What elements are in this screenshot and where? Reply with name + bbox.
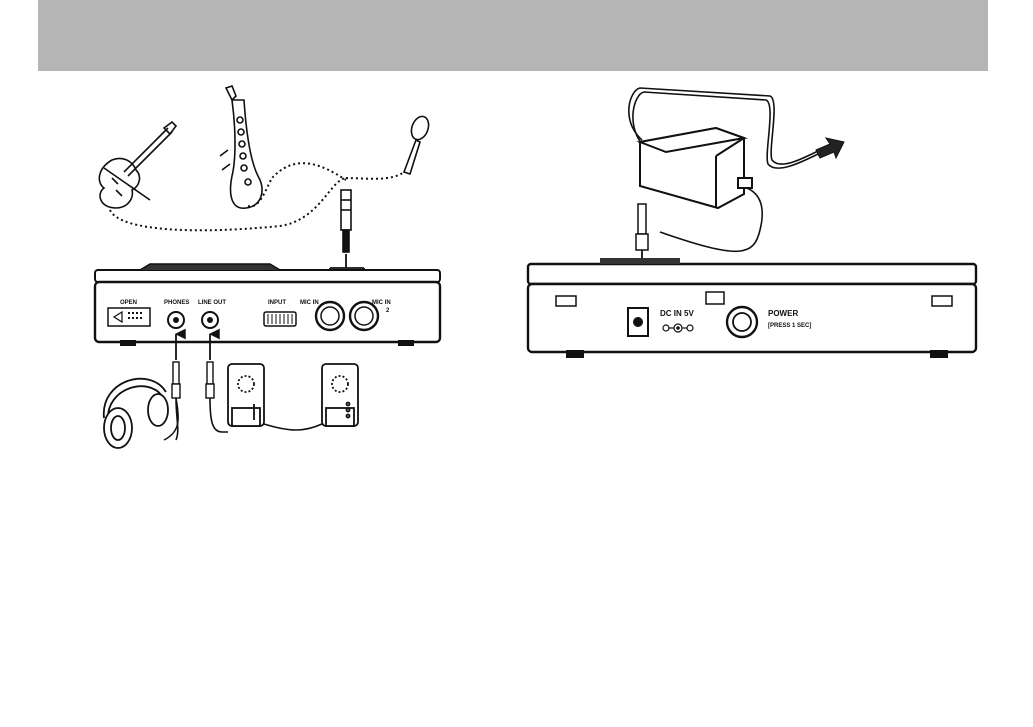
microphone-icon	[404, 114, 432, 174]
mic-plug-icon	[341, 190, 351, 252]
label-line-out: LINE OUT	[198, 300, 226, 306]
violin-icon	[99, 122, 176, 208]
label-press-note: [PRESS 1 SEC]	[768, 323, 811, 329]
speaker-icon	[228, 364, 264, 426]
device-front-panel: OPEN PHONES LINE OUT INPUT MIC IN MIC IN…	[95, 264, 440, 346]
output-plugs	[172, 362, 214, 398]
label-mic-in-1: MIC IN	[300, 300, 319, 306]
speaker-icon	[322, 364, 358, 426]
label-power: POWER	[768, 309, 798, 318]
label-phones: PHONES	[164, 300, 189, 306]
right-diagram: DC IN 5V POWER [PRESS 1 SEC]	[528, 88, 976, 358]
label-open: OPEN	[120, 300, 137, 306]
label-mic-in-2: MIC IN	[372, 300, 391, 306]
device-back-panel: DC IN 5V POWER [PRESS 1 SEC]	[528, 258, 976, 358]
ac-adapter-icon	[640, 128, 752, 208]
saxophone-icon	[220, 86, 262, 208]
label-dc-in: DC IN 5V	[660, 309, 694, 318]
wall-plug-arrow-icon	[816, 138, 844, 158]
left-diagram: OPEN PHONES LINE OUT INPUT MIC IN MIC IN…	[95, 86, 440, 448]
label-input: INPUT	[268, 300, 286, 306]
headphones-icon	[104, 379, 178, 448]
